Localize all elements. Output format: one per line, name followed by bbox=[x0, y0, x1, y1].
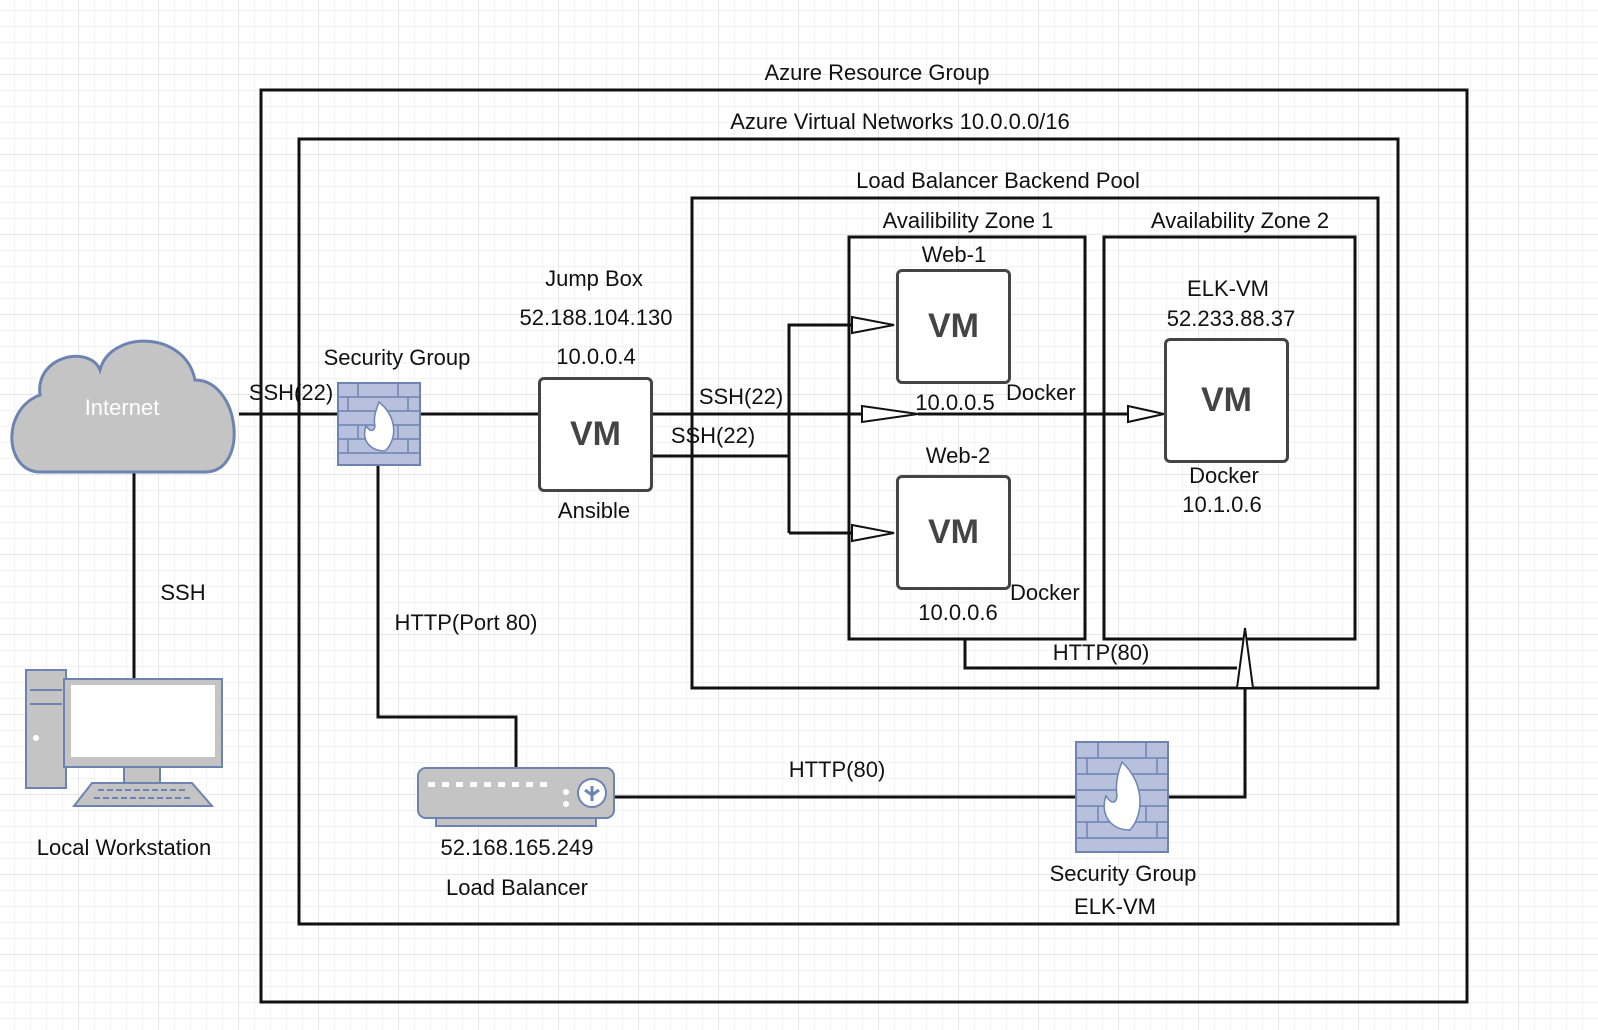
workstation-icon bbox=[25, 669, 223, 807]
load-balancer-label: Load Balancer bbox=[446, 875, 588, 900]
connectors bbox=[132, 323, 1247, 799]
zone1-title: Availibility Zone 1 bbox=[882, 208, 1054, 233]
web1-docker: Docker bbox=[1006, 380, 1076, 405]
backend-pool-title: Load Balancer Backend Pool bbox=[856, 168, 1140, 193]
security-group-label: Security Group bbox=[323, 345, 471, 370]
firewall-icon bbox=[337, 382, 421, 466]
jumpbox-public-ip: 52.188.104.130 bbox=[519, 305, 673, 330]
backend-pool-box bbox=[690, 196, 1380, 690]
load-balancer-ip: 52.168.165.249 bbox=[440, 835, 594, 860]
http80-lb-label: HTTP(80) bbox=[788, 757, 886, 782]
web1-name: Web-1 bbox=[921, 242, 987, 267]
internet-label: Internet bbox=[84, 395, 160, 420]
vnet-box bbox=[297, 137, 1400, 926]
resource-group-box bbox=[259, 88, 1469, 1004]
firewall-icon-elk bbox=[1075, 741, 1169, 853]
workstation-label: Local Workstation bbox=[36, 835, 212, 860]
elk-security-group-label: Security Group bbox=[1049, 861, 1197, 886]
resource-group-title: Azure Resource Group bbox=[764, 60, 990, 85]
jumpbox-vm: VM bbox=[538, 377, 653, 492]
elk-name: ELK-VM bbox=[1187, 276, 1269, 301]
http-port80-label: HTTP(Port 80) bbox=[394, 610, 538, 635]
elk-ip: 10.1.0.6 bbox=[1182, 492, 1262, 517]
elk-docker: Docker bbox=[1189, 463, 1259, 488]
zone2-title: Availability Zone 2 bbox=[1150, 208, 1330, 233]
web1-ip: 10.0.0.5 bbox=[915, 390, 995, 415]
ssh-link-label: SSH bbox=[160, 580, 206, 605]
web2-name: Web-2 bbox=[925, 443, 991, 468]
elk-public-ip: 52.233.88.37 bbox=[1166, 306, 1296, 331]
cloud-icon bbox=[10, 339, 236, 474]
ssh22-jump-label-a: SSH(22) bbox=[698, 384, 784, 409]
arrowheads bbox=[851, 315, 1255, 689]
elk-security-group-sublabel: ELK-VM bbox=[1074, 894, 1156, 919]
zone2-box bbox=[1102, 235, 1357, 641]
ssh22-internet-label: SSH(22) bbox=[248, 380, 334, 405]
jumpbox-role: Ansible bbox=[557, 498, 631, 523]
web2-vm: VM bbox=[896, 475, 1011, 590]
arrow-into-zone1 bbox=[861, 404, 919, 424]
arrow-to-web2 bbox=[851, 523, 895, 543]
load-balancer-icon bbox=[417, 767, 615, 827]
arrow-up-to-zone2 bbox=[1235, 627, 1255, 689]
web2-ip: 10.0.0.6 bbox=[918, 600, 998, 625]
arrow-to-web1 bbox=[851, 315, 895, 335]
elk-vm: VM bbox=[1164, 338, 1289, 463]
zone1-box bbox=[847, 235, 1087, 641]
web1-vm: VM bbox=[896, 269, 1011, 384]
ssh22-jump-label-b: SSH(22) bbox=[670, 423, 756, 448]
jumpbox-private-ip: 10.0.0.4 bbox=[556, 344, 636, 369]
vnet-title: Azure Virtual Networks 10.0.0.0/16 bbox=[730, 109, 1070, 134]
http80-pool-label: HTTP(80) bbox=[1052, 640, 1150, 665]
jumpbox-title: Jump Box bbox=[545, 266, 643, 291]
arrow-to-elk bbox=[1127, 404, 1165, 424]
web2-docker: Docker bbox=[1010, 580, 1080, 605]
